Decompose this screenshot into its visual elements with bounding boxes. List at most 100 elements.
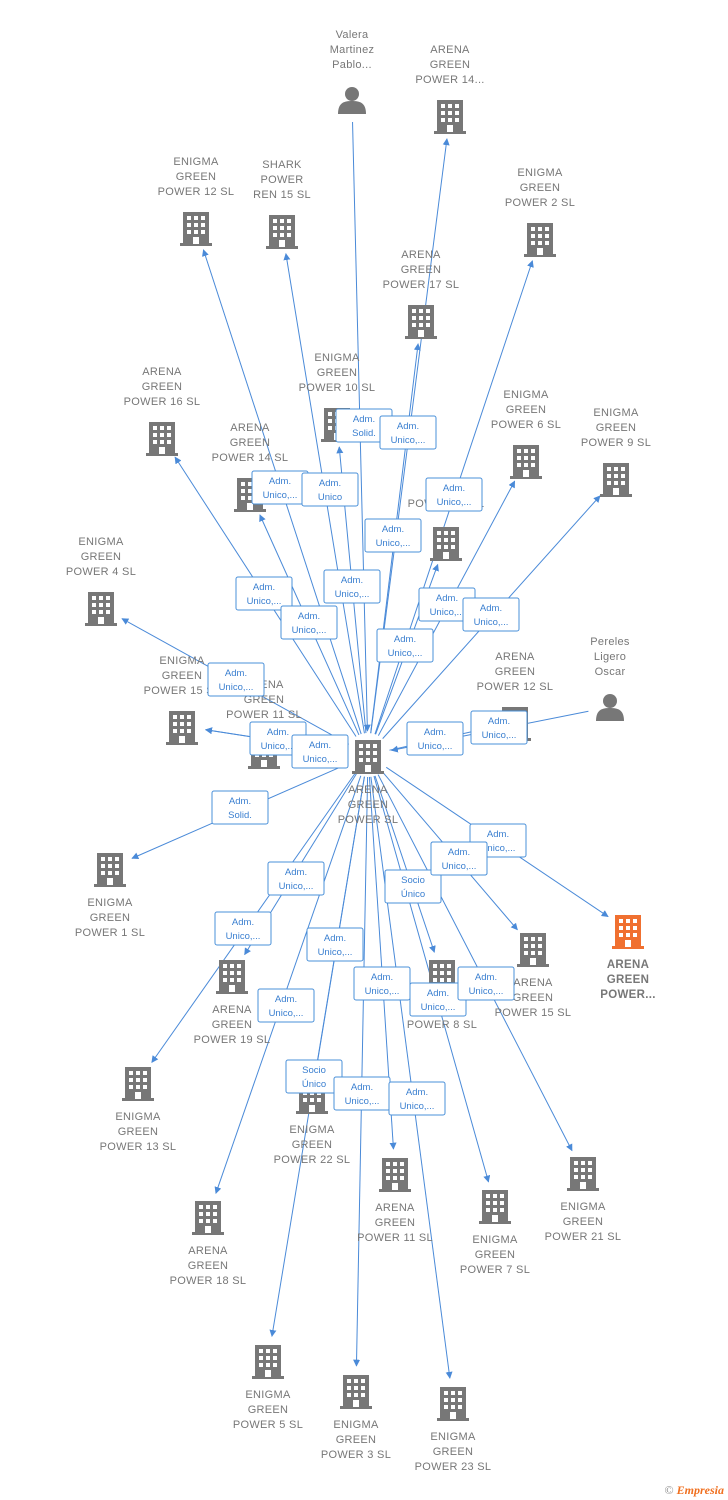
role-label-center-to-agp17[interactable]: Adm.Unico,... <box>364 518 422 553</box>
node-valera[interactable]: ValeraMartinezPablo... <box>330 29 375 114</box>
role-label-center-to-agp11a[interactable]: Adm.Unico,... <box>406 721 464 756</box>
role-text-line-2: Solid. <box>352 428 376 439</box>
role-label-center-to-egp10[interactable]: Adm.Unico,... <box>323 569 381 604</box>
node-label-pereles-line-1: Pereles <box>590 636 630 648</box>
node-label-egp9-line-2: GREEN <box>596 422 637 434</box>
role-label-center-to-egp13[interactable]: Adm.Unico,... <box>306 927 364 962</box>
role-text-line-2: Unico,... <box>263 490 298 501</box>
footer-brand[interactable]: © Empresia <box>665 1483 724 1498</box>
role-box <box>430 841 488 876</box>
role-label-center-to-egp15[interactable]: Adm.Unico,... <box>430 841 488 876</box>
node-label-egp7-line-2: GREEN <box>475 1249 516 1261</box>
edge-center-to-gp8 <box>374 775 436 953</box>
node-label-egp5-line-3: POWER 5 SL <box>233 1419 303 1431</box>
role-label-center-to-p13[interactable]: Adm.Unico,... <box>462 597 520 632</box>
node-label-shark-line-2: POWER <box>260 174 303 186</box>
role-text-line-2: Unico,... <box>442 861 477 872</box>
node-label-agp18-line-2: GREEN <box>188 1260 229 1272</box>
role-label-center-to-egp23[interactable]: Adm.Unico,... <box>291 734 349 769</box>
role-box <box>323 569 381 604</box>
role-text-line-1: Adm. <box>275 994 297 1005</box>
role-label-center-to-egp22[interactable]: Adm. Unico,... <box>257 988 315 1023</box>
role-label-center-to-agp12[interactable]: Adm.Unico,... <box>470 710 528 745</box>
node-label-egp13-line-3: POWER 13 SL <box>100 1141 177 1153</box>
role-label-center-to-egp4[interactable]: Adm.Unico,... <box>207 662 265 697</box>
role-text-line-1: Adm. <box>269 476 291 487</box>
role-box <box>406 721 464 756</box>
role-label-center-to-egp6[interactable]: Adm.Unico,... <box>376 628 434 663</box>
building-icon <box>567 1157 599 1191</box>
node-label-egp12a-line-1: ENIGMA <box>173 156 219 168</box>
node-label-agp12-line-3: POWER 12 SL <box>477 681 554 693</box>
role-label-center-to-agp14b[interactable]: Adm.Unico,... <box>280 605 338 640</box>
role-text-line-2: Unico,... <box>269 1008 304 1019</box>
building-icon <box>146 422 178 456</box>
role-text-line-2: Unico,... <box>261 741 296 752</box>
role-label-center-to-agp11[interactable]: Adm.Unico,... <box>353 966 411 1001</box>
role-label-pereles-to-center[interactable]: Adm. Solid. <box>211 790 269 825</box>
role-box <box>425 477 483 512</box>
role-label-center-to-egp3[interactable]: Adm.Unico,... <box>388 1081 446 1116</box>
node-highlight[interactable]: ARENAGREENPOWER... <box>600 915 655 1001</box>
node-label-agp17-line-1: ARENA <box>401 249 441 261</box>
role-box <box>235 576 293 611</box>
role-text-line-2: Solid. <box>228 810 252 821</box>
role-text-line-2: Unico,... <box>421 1002 456 1013</box>
role-box <box>211 790 269 825</box>
role-text-line-1: Adm. <box>480 603 502 614</box>
building-icon <box>85 592 117 626</box>
role-label-center-to-egp2[interactable]: Adm.Unico,... <box>425 477 483 512</box>
node-label-agp16-line-2: GREEN <box>142 381 183 393</box>
role-label-center-to-egp7[interactable]: Adm.Unico,... <box>409 982 467 1017</box>
node-label-egp4-line-3: POWER 4 SL <box>66 566 136 578</box>
node-label-egp10-line-1: ENIGMA <box>314 352 360 364</box>
role-label-center-to-egp12a[interactable]: Adm. Unico,... <box>251 470 309 505</box>
role-text-line-1: Adm. <box>394 634 416 645</box>
role-label-center-to-agp16[interactable]: Adm.Unico,... <box>235 576 293 611</box>
node-label-agp14b-line-2: GREEN <box>230 437 271 449</box>
roles-layer: Adm.Solid.Adm.Unico,...Adm.Unico,...Adm.… <box>207 408 528 1116</box>
node-label-egp15-line-3: POWER 15 SL <box>144 685 221 697</box>
role-label-center-to-egp5[interactable]: Adm.Unico,... <box>333 1076 391 1111</box>
node-label-egp6-line-2: GREEN <box>506 404 547 416</box>
node-label-egp4-line-1: ENIGMA <box>78 536 124 548</box>
role-text-line-1: Adm. <box>229 796 251 807</box>
node-label-agp11-line-3: POWER 11 SL <box>357 1232 433 1244</box>
role-label-center-to-egp21[interactable]: Adm.Unico,... <box>457 966 515 1001</box>
role-label-center-to-egp9[interactable]: Adm.Unico,... <box>418 587 476 622</box>
role-label-center-to-gp8[interactable]: Adm.Unico,... <box>214 911 272 946</box>
role-text-line-2: Unico,... <box>335 589 370 600</box>
role-label-center-to-agp14[interactable]: Adm.Unico,... <box>379 415 437 450</box>
role-label-center-to-agp15[interactable]: Adm.Unico,... <box>267 861 325 896</box>
role-label-center-to-shark[interactable]: Adm.Unico <box>301 472 359 507</box>
building-icon <box>430 527 462 561</box>
